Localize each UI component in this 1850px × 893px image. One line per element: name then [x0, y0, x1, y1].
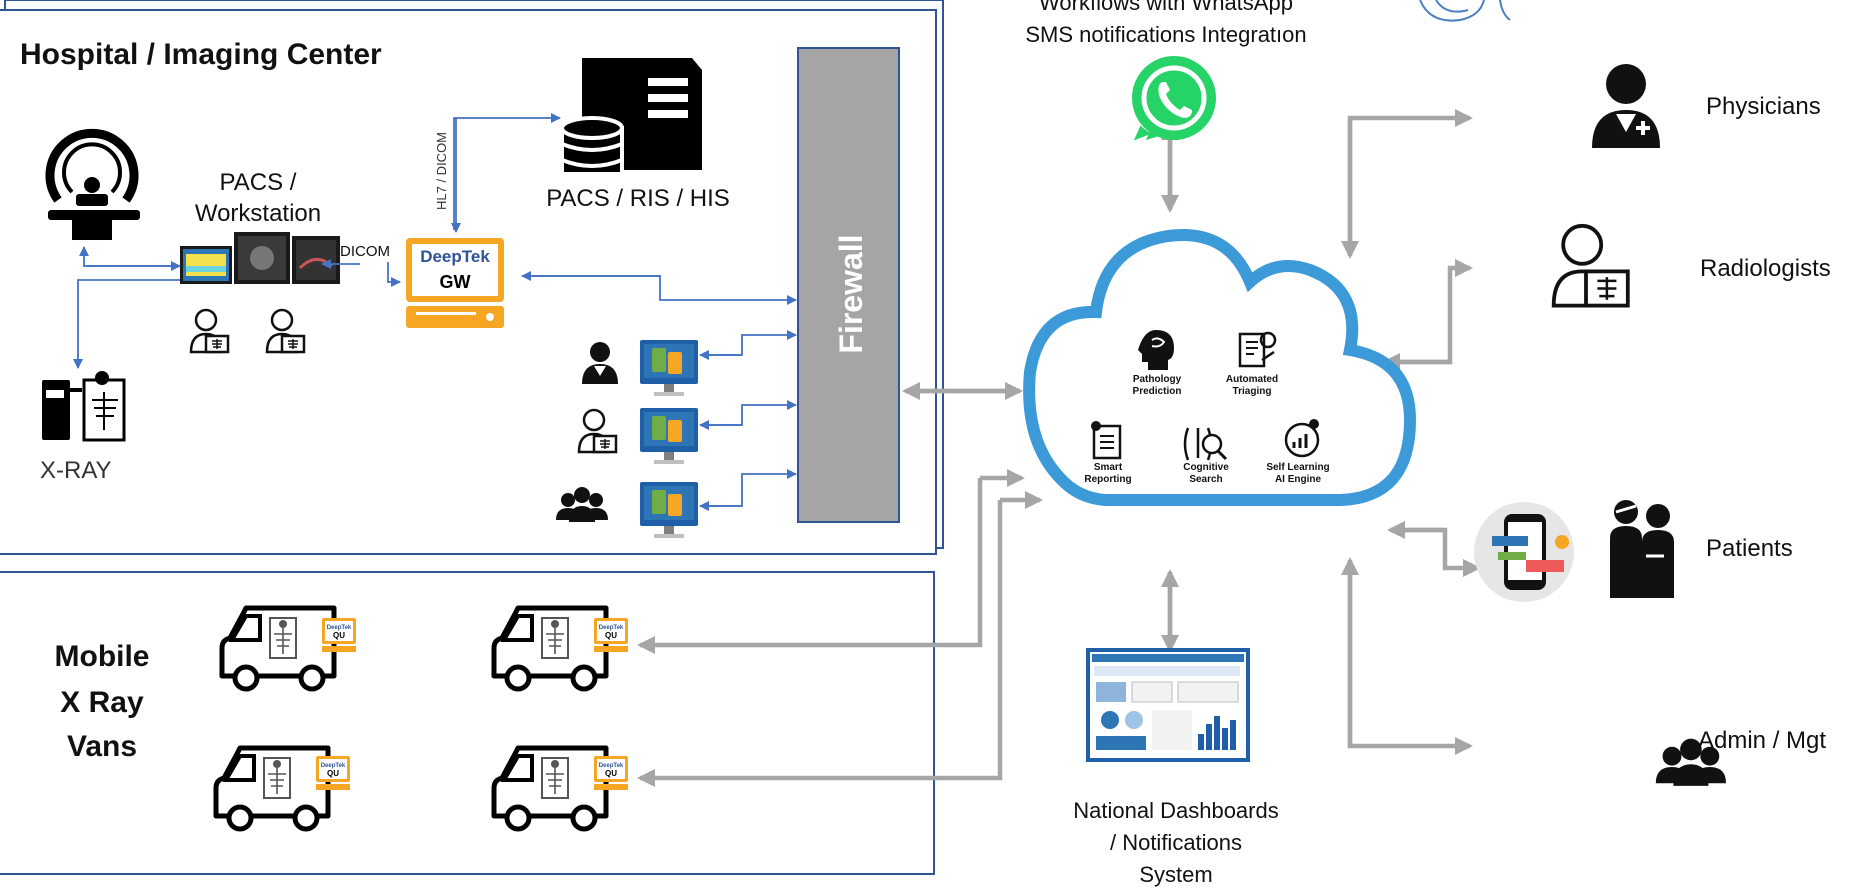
self-learning-ai-icon — [1284, 419, 1320, 458]
dashboard-icon — [1086, 648, 1250, 762]
user-label-patients: Patients — [1706, 535, 1793, 562]
user-label-admin: Admin / Mgt — [1698, 727, 1826, 754]
mobile-title-2: X Ray — [60, 686, 144, 719]
user-label-physicians: Physicians — [1706, 93, 1821, 120]
qu-unit-icon — [322, 618, 356, 652]
dashboard-caption-2: / Notifications — [1110, 830, 1242, 855]
user-label-radiologists: Radiologists — [1700, 255, 1831, 282]
whatsapp-icon — [1126, 53, 1216, 148]
van-icon — [216, 748, 328, 829]
cloud-connectors — [637, 109, 1481, 787]
mobile-frame — [0, 571, 935, 875]
module-label: Automated — [1226, 374, 1278, 385]
gateway-label: GW — [440, 272, 471, 292]
dicom-label: DICOM — [340, 243, 390, 260]
dashboard-caption-1: National Dashboards — [1073, 798, 1278, 823]
module-label: Reporting — [1084, 474, 1131, 485]
radiologist-large-icon — [1551, 223, 1630, 308]
module-label: Prediction — [1133, 386, 1182, 397]
gateway-icon — [406, 238, 504, 328]
whatsapp-caption-1: Workflows with WhatsApp — [1039, 0, 1293, 15]
logo-icon — [1419, 0, 1511, 22]
van-icon — [494, 608, 606, 689]
workstation-monitors-icon — [180, 232, 340, 284]
qu-unit-icon — [594, 756, 628, 790]
cognitive-search-icon — [1183, 427, 1228, 461]
smart-reporting-icon — [1091, 421, 1122, 460]
module-label: Self Learning — [1266, 462, 1329, 473]
pathology-prediction-icon — [1138, 330, 1174, 370]
module-label: AI Engine — [1275, 474, 1322, 485]
van-icon — [222, 608, 334, 689]
qu-unit-icon — [594, 618, 628, 652]
module-label: Search — [1189, 474, 1222, 485]
pacs-ris-his-label: PACS / RIS / HIS — [546, 185, 730, 212]
ct-scanner-icon — [45, 128, 140, 240]
dashboard-caption-3: System — [1139, 862, 1212, 887]
automated-triaging-icon — [1238, 331, 1277, 368]
module-label: Cognitive — [1183, 462, 1229, 473]
gateway-brand: DeepTek — [420, 247, 490, 266]
hospital-title: Hospital / Imaging Center — [20, 38, 382, 71]
pacs-workstation-label-1: PACS / — [220, 169, 297, 196]
module-label: Smart — [1094, 462, 1123, 473]
xray-label: X-RAY — [40, 457, 112, 484]
van-icon — [494, 748, 606, 829]
physician-icon — [1592, 64, 1660, 148]
pacs-workstation-label-2: Workstation — [195, 200, 321, 227]
pacs-server-icon — [560, 58, 702, 176]
firewall-label: Firewall — [833, 234, 869, 353]
cloud-module-labels: Pathology Prediction Automated Triaging … — [1084, 374, 1329, 485]
module-label: Triaging — [1233, 386, 1272, 397]
mobile-title-3: Vans — [67, 730, 137, 763]
mobile-title-1: Mobile — [55, 640, 150, 673]
ai-cloud — [1023, 229, 1417, 506]
firewall — [797, 47, 900, 523]
patient-app-icon — [1474, 502, 1574, 602]
hospital-connectors — [73, 113, 797, 511]
qu-unit-icon — [316, 756, 350, 790]
module-label: Pathology — [1133, 374, 1182, 385]
xray-machine-icon — [42, 371, 126, 442]
whatsapp-caption-2: SMS notifications Integratıon — [1025, 22, 1306, 47]
hl7-dicom-label: HL7 / DICOM — [434, 132, 449, 210]
patients-icon — [1610, 500, 1674, 598]
